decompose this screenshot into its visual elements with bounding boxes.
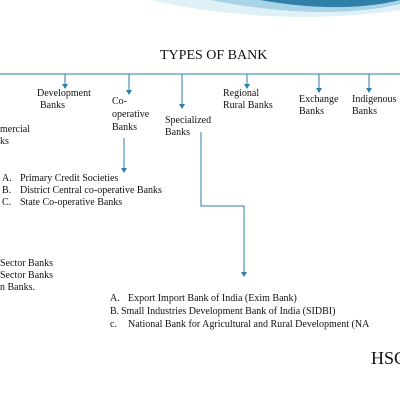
specialized-item-b-text: Small Industries Development Bank of Ind… [121,306,336,317]
connector-specialized-list [200,132,245,272]
specialized-item-a-marker: A. [110,293,120,304]
branch-cooperative-line-2: operative [112,109,150,120]
commercial-item-2: Sector Banks [0,270,54,281]
branch-commercial-line-1: mercial [0,124,30,135]
specialized-item-c-marker: c. [110,319,117,330]
cooperative-item-b-text: District Central co-operative Banks [20,185,162,196]
cooperative-item-c-marker: C. [2,197,12,208]
branch-development-line-1: Development [37,88,91,99]
commercial-item-1: Sector Banks [0,258,54,269]
branch-indigenous-line-1: Indigenous [352,94,397,105]
branch-indigenous-line-2: Banks [352,106,377,117]
branch-regional-line-1: Regional [223,88,260,99]
specialized-item-c-text: National Bank for Agricultural and Rural… [128,319,370,330]
branch-regional-line-2: Rural Banks [223,100,273,111]
watermark-hsc: HSC [371,348,400,368]
cooperative-item-a-text: Primary Credit Societies [20,173,119,184]
cooperative-item-b-marker: B. [2,185,12,196]
cooperative-item-c-text: State Co-operative Banks [20,197,123,208]
branch-specialized-line-1: Specialized [165,115,212,126]
branch-exchange-line-2: Banks [299,106,324,117]
branch-development-line-2: Banks [40,100,65,111]
commercial-item-3: n Banks. [0,282,35,293]
specialized-item-a-text: Export Import Bank of India (Exim Bank) [128,293,297,304]
header-swoosh-decoration [150,0,400,17]
branch-cooperative-line-1: Co- [112,96,127,107]
branch-specialized-line-2: Banks [165,127,190,138]
branch-cooperative-line-3: Banks [112,122,137,133]
cooperative-item-a-marker: A. [2,173,12,184]
branch-commercial-line-2: ks [0,136,9,147]
branch-exchange-line-1: Exchange [299,94,339,105]
specialized-item-b-marker: B. [110,306,120,317]
diagram-title: TYPES OF BANK [160,48,268,63]
